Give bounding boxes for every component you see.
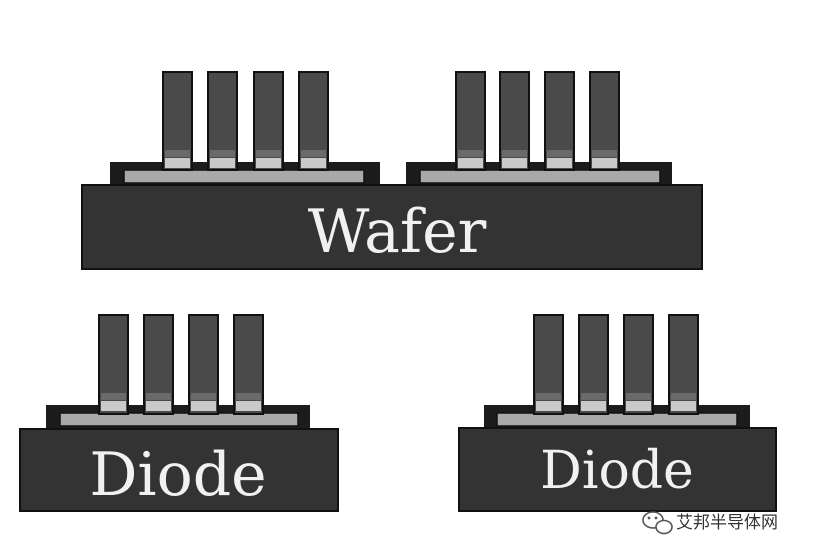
diode-left-slab [19, 428, 339, 512]
watermark: 艾邦半导体网 [642, 511, 778, 535]
diode-left-assembly: Diode [19, 314, 339, 512]
diode-right-slab [458, 427, 777, 512]
pin-group [533, 314, 699, 415]
chip-pad [123, 169, 365, 184]
chip-pad [59, 412, 299, 427]
pin [589, 71, 620, 171]
pin [499, 71, 530, 171]
watermark-text: 艾邦半导体网 [676, 513, 778, 533]
pin [623, 314, 654, 415]
pin [143, 314, 174, 415]
chip-pad [419, 169, 661, 184]
diode-right-assembly: Diode [458, 314, 777, 512]
diode-right-label: Diode [540, 441, 694, 501]
pin [455, 71, 486, 171]
pin [533, 314, 564, 415]
pin [578, 314, 609, 415]
pin-group [98, 314, 264, 415]
pin [162, 71, 193, 171]
chat-bubble-icon [642, 511, 673, 535]
pin [544, 71, 575, 171]
wafer-slab [81, 184, 703, 270]
pin [233, 314, 264, 415]
pin [298, 71, 329, 171]
pin [253, 71, 284, 171]
pin [668, 314, 699, 415]
pin-group [455, 71, 620, 171]
wafer-chip-left [110, 71, 380, 187]
wafer-assembly: Wafer [81, 71, 703, 270]
pin [188, 314, 219, 415]
pin [98, 314, 129, 415]
diode-left-label: Diode [89, 440, 266, 510]
wafer-chip-right [406, 71, 672, 187]
pin [207, 71, 238, 171]
wafer-label: Wafer [308, 197, 487, 267]
pin-group [162, 71, 329, 171]
chip-pad [496, 412, 738, 427]
